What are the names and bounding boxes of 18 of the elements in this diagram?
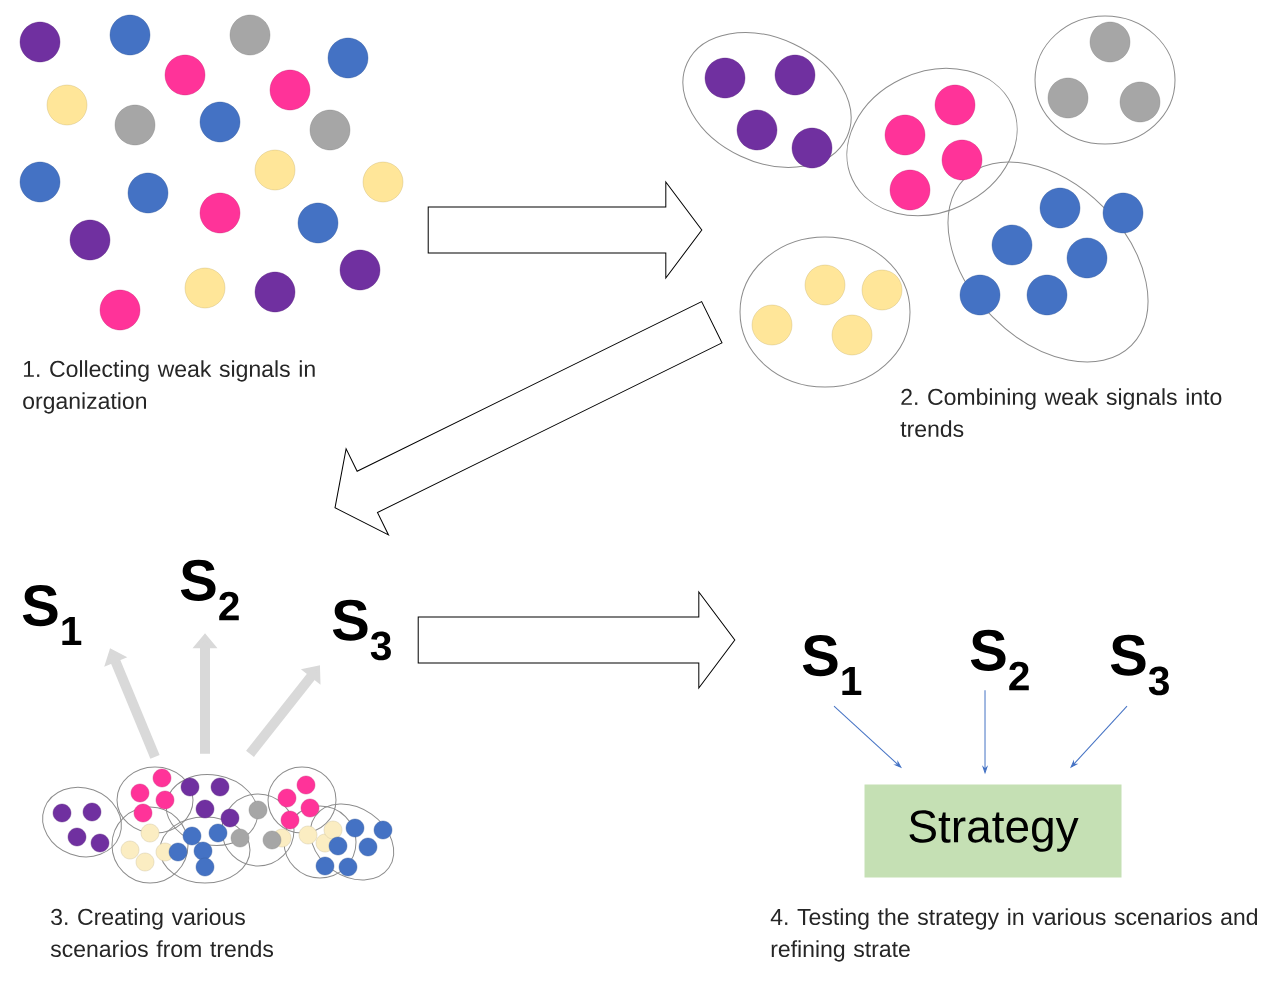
arrow — [833, 705, 902, 768]
block-arrow — [334, 301, 723, 536]
step-caption: 1. Collecting weak signals in organization — [23, 360, 315, 414]
scenario-label: S$_{2}$ — [180, 559, 239, 621]
block-arrow — [427, 181, 703, 279]
scenario-label: S$_{1}$ — [802, 635, 862, 695]
scenario-label: S$_{3}$ — [332, 599, 391, 661]
step-caption: 4. Testing the strategy in various scenarios and refining strate — [770, 908, 1257, 962]
arrow — [982, 689, 988, 774]
scenario-label: S$_{1}$ — [22, 585, 82, 645]
arrow — [1070, 705, 1128, 768]
step-caption: 3. Creating various scenarios from trends — [50, 908, 273, 958]
arrow — [246, 665, 321, 757]
strategy-box: Strategy — [864, 784, 1122, 878]
scenario-label: S$_{3}$ — [1110, 634, 1169, 696]
block-arrow — [417, 591, 736, 689]
scenario-label: S$_{2}$ — [970, 629, 1029, 691]
step-caption: 2. Combining weak signals into trends — [900, 388, 1222, 438]
